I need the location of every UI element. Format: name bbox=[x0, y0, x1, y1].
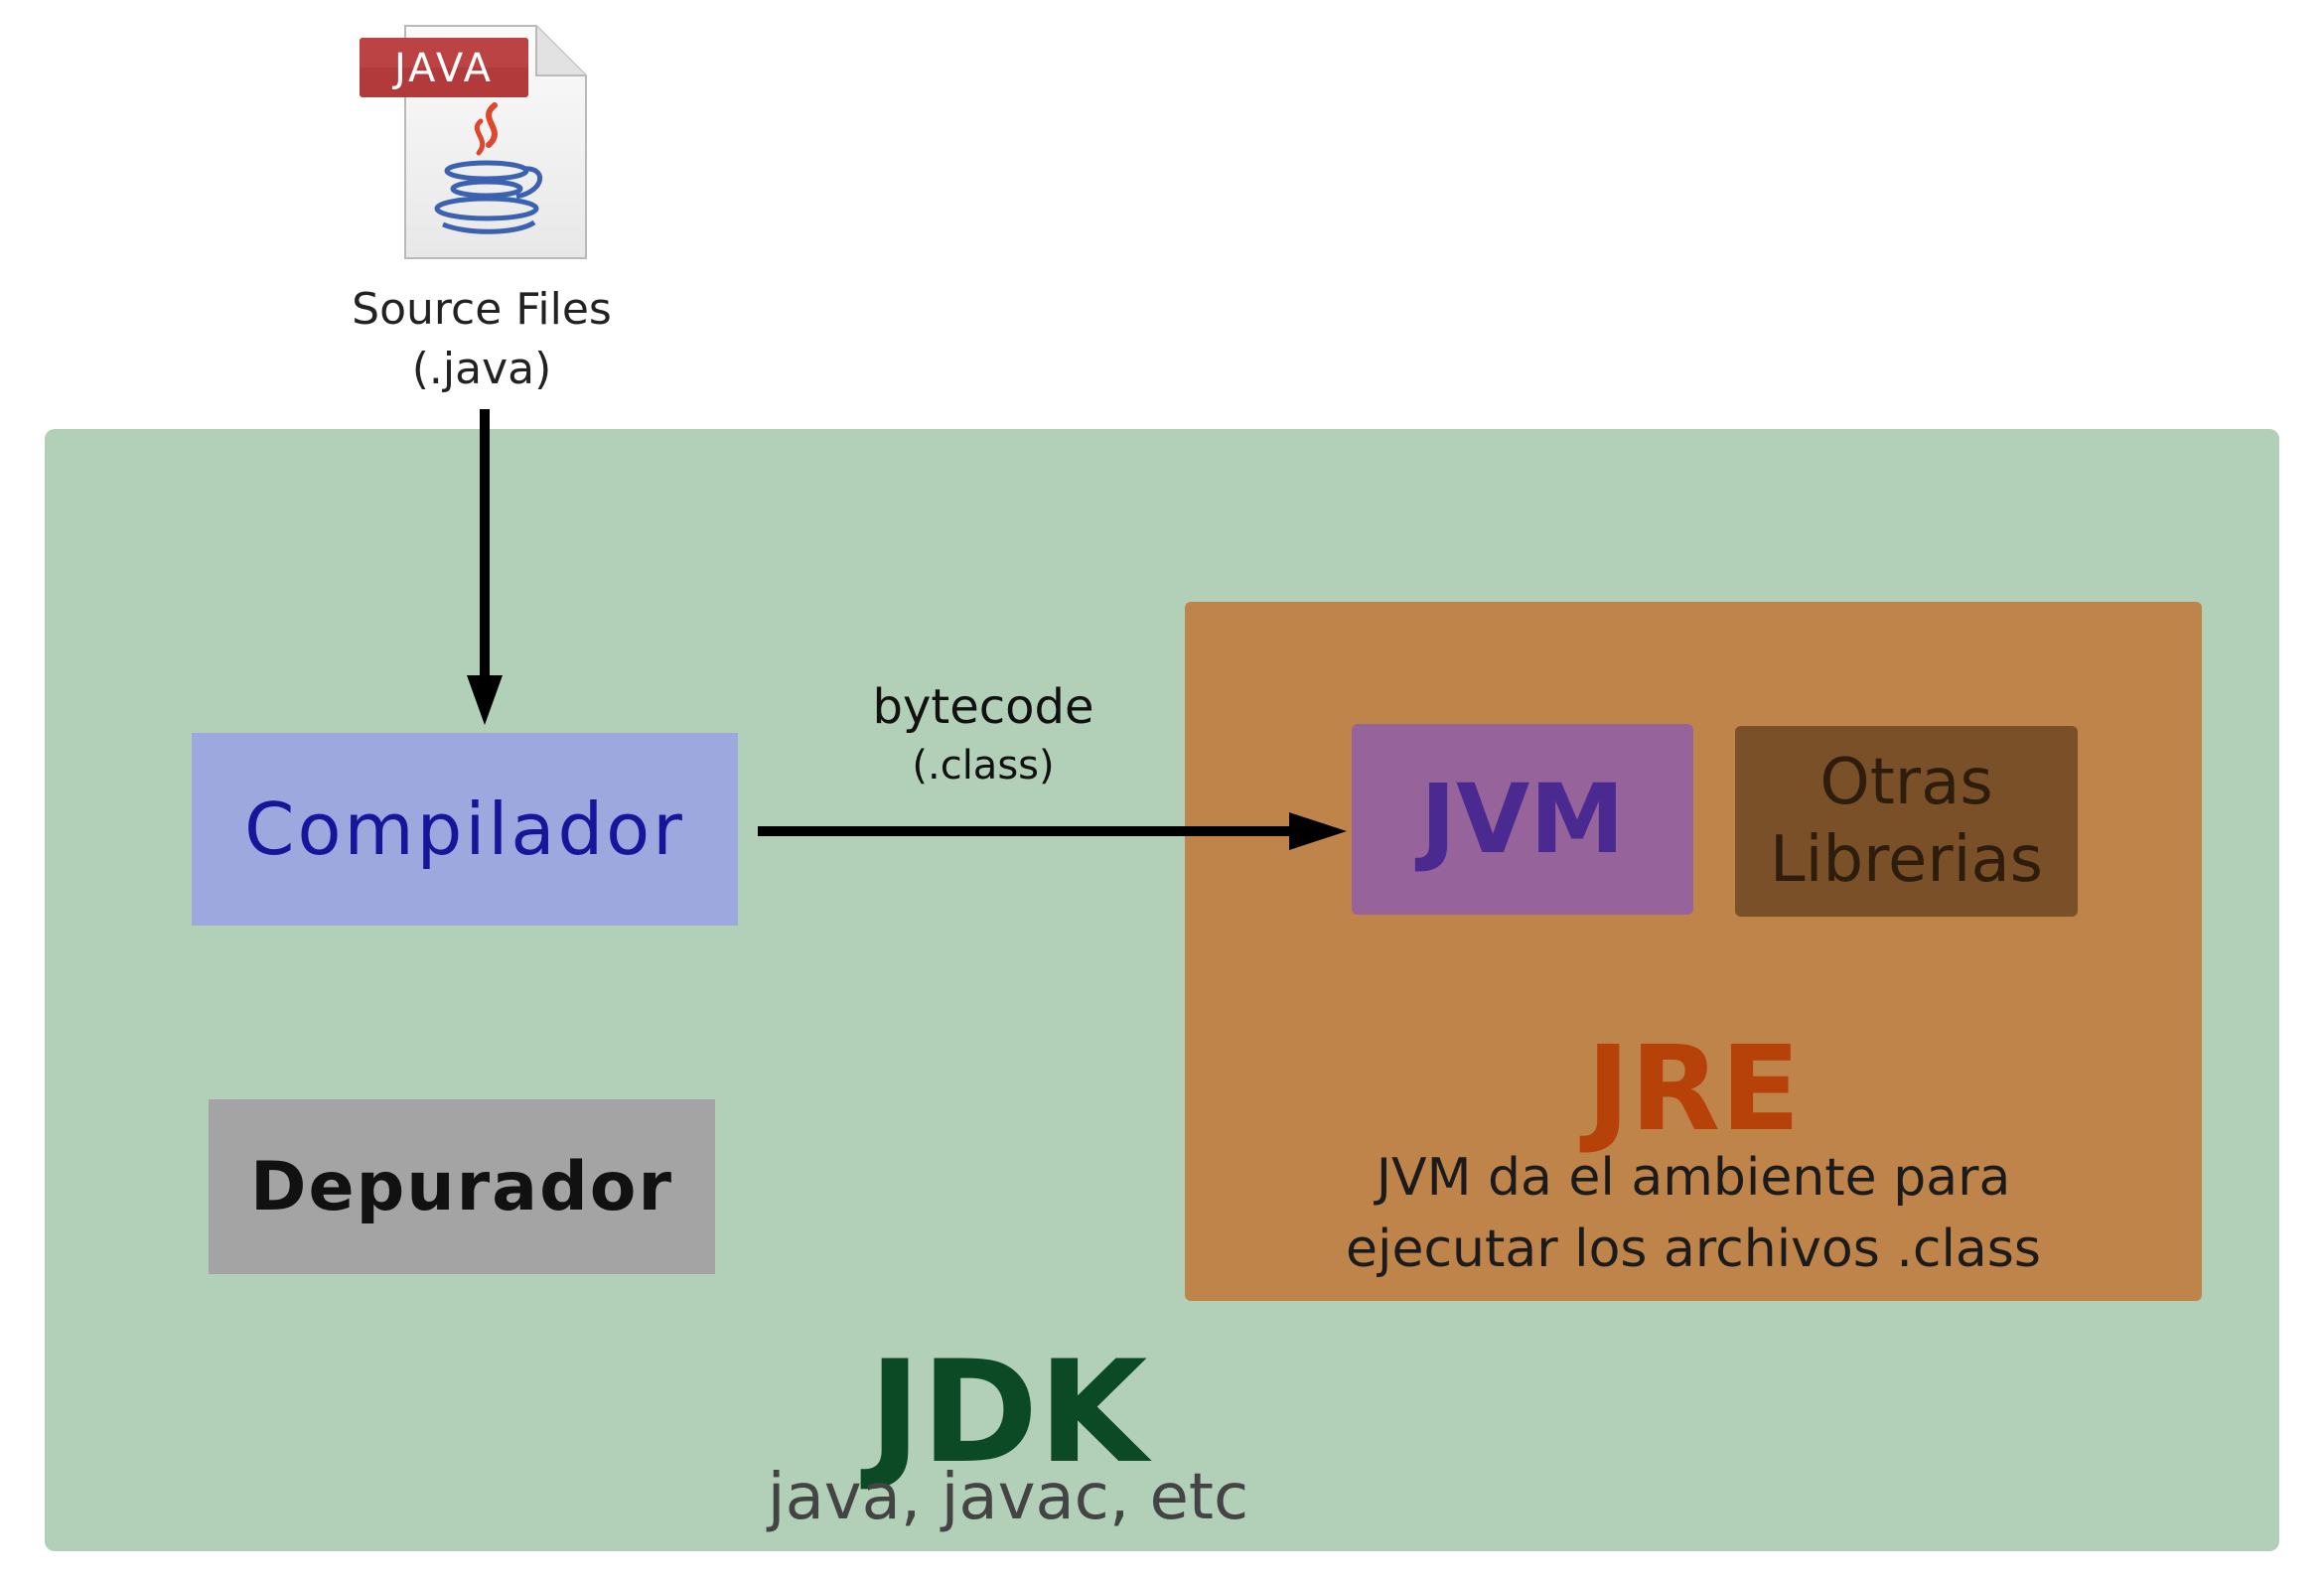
jre-description: JVM da el ambiente para ejecutar los arc… bbox=[1241, 1142, 2145, 1285]
other-libraries-line2: Librerias bbox=[1770, 823, 2043, 897]
compiler-box: Compilador bbox=[192, 733, 738, 926]
java-file-icon: JAVA bbox=[360, 25, 587, 259]
jre-title: JRE bbox=[1586, 1020, 1801, 1157]
source-files-label: Source Files (.java) bbox=[328, 280, 636, 399]
debugger-label: Depurador bbox=[250, 1147, 673, 1226]
other-libraries-box: Otras Librerias bbox=[1735, 726, 2078, 917]
bytecode-extension: (.class) bbox=[912, 743, 1055, 789]
source-files-extension: (.java) bbox=[411, 344, 552, 394]
jre-description-line1: JVM da el ambiente para bbox=[1376, 1148, 2011, 1208]
jre-description-line2: ejecutar los archivos .class bbox=[1346, 1220, 2041, 1279]
compiler-label: Compilador bbox=[244, 788, 685, 871]
jdk-subtitle: java, javac, etc bbox=[767, 1461, 1249, 1534]
java-badge-text: JAVA bbox=[391, 46, 494, 91]
bytecode-title: bytecode bbox=[872, 679, 1094, 735]
source-files-title: Source Files bbox=[352, 284, 612, 335]
other-libraries-line1: Otras bbox=[1819, 746, 1993, 819]
jvm-label: JVM bbox=[1420, 764, 1625, 875]
debugger-box: Depurador bbox=[209, 1099, 715, 1274]
bytecode-label: bytecode (.class) bbox=[804, 675, 1162, 792]
jdk-title: JDK bbox=[868, 1331, 1148, 1495]
jre-container bbox=[1185, 602, 2202, 1301]
jvm-box: JVM bbox=[1352, 724, 1693, 915]
